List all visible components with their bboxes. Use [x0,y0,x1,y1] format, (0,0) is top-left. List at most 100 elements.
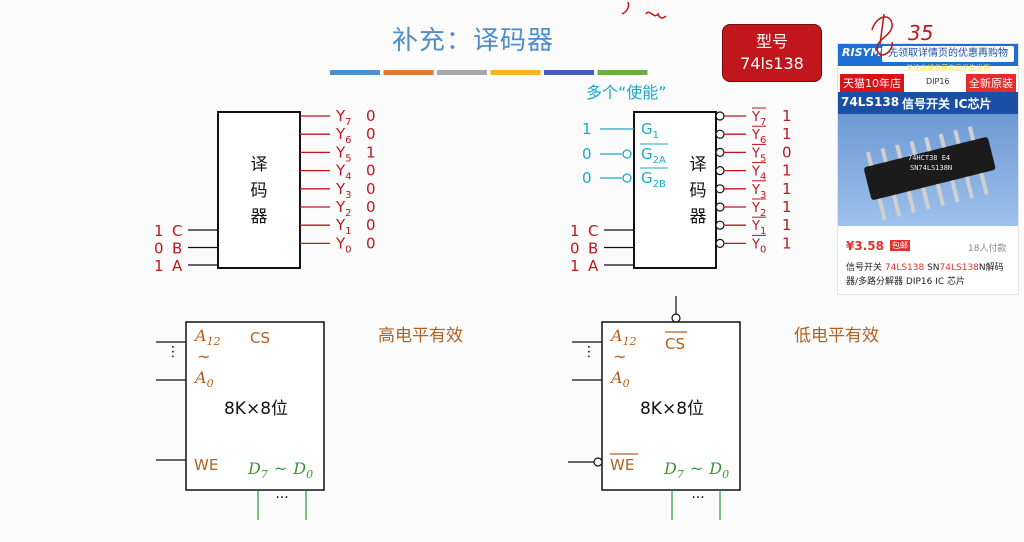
decoder-left-output-value: 0 [366,107,376,125]
decoder-right-output-label: Y7 [751,110,766,128]
decoder-right-char3: 器 [690,207,707,227]
ad-price: ¥3.58 [846,239,884,253]
model-callout-line1: 型号 [755,32,788,51]
decoder-right-output-bubble [715,220,725,230]
memory-left-data-bus: D7~D0 [247,459,313,481]
decoder-right-output-label: Y1 [751,219,766,237]
decoder-left-input-name: B [172,240,182,258]
memory-left-vdots-1: ⋮ [166,344,180,360]
decoder-left-output-label: Y6 [335,125,352,146]
decoder-right-input-name: B [588,240,598,258]
ad-desc-hl2: 74LS138 [939,263,979,273]
divider-segment [437,70,487,75]
chip-image [864,126,996,221]
ad-sales-count: 18人付款 [968,244,1007,254]
decoder-right-output-value: 1 [782,180,792,198]
decoder-left-char1: 译 [251,155,268,175]
divider-segment [330,70,380,75]
decoder-right-output-bubble [715,129,725,139]
decoder-left-body [217,111,301,269]
ad-description[interactable]: 信号开关 74LS138 SN74LS138N解码器/多路分解器 DIP16 I… [846,261,1014,289]
memory-right-dots: ··· [691,490,704,506]
memory-right-we-bubble [593,457,603,467]
memory-left-tilde: ~ [197,347,210,366]
ad-coupon-banner[interactable]: 先领取详情页的优惠再购物 [882,46,1014,62]
memory-right-we: WE [610,456,634,474]
decoder-right-output-value: 1 [782,162,792,180]
decoder-right-output-label: Y3 [751,183,766,201]
divider-segment [490,70,541,75]
memory-right-cs: CS [665,335,685,353]
decoder-left-output-label: Y2 [335,198,352,219]
decoder-right-output-value: 1 [782,107,792,125]
ad-original-badge: 全新原装 [966,74,1016,92]
ad-desc-hl1: 74LS138 [884,263,925,273]
decoder-right-output-label: Y2 [751,201,766,219]
slide-title: 补充：译码器 [392,26,555,56]
decoder-right-input-value: 1 [570,222,580,240]
ad-tmall-badge: 天猫10年店 [840,74,904,92]
ink-number: 35 [908,21,933,45]
chip-marking-2: SN74LS138N [910,164,953,172]
decoder-right-enable-label: G1 [641,120,659,141]
memory-left-we: WE [194,456,218,474]
decoder-right-enable-label: G2B [641,169,666,190]
decoder-right-output-bubble [715,202,725,212]
decoder-right-output-label: Y5 [751,146,766,164]
decoder-right-enable-bubble [622,173,632,183]
decoder-left-char2: 码 [251,181,268,201]
ad-desc-post: N解码器/多路分解器 DIP16 IC 芯片 [846,263,1004,287]
decoder-left-output-value: 0 [366,198,376,216]
decoder-right-input-value: 1 [570,257,580,275]
memory-right-addr-bottom: A0 [609,368,630,390]
decoder-right-output-bubble [715,184,725,194]
decoder-right-output-value: 0 [782,143,792,161]
enable-caption: 多个“使能” [586,83,667,102]
decoder-left-output-value: 1 [366,143,376,161]
ad-desc-pre: 信号开关 [846,263,885,273]
memory-left-capacity: 8K×8位 [224,399,288,419]
decoder-right-output-bubble [715,238,725,248]
memory-right-vdots-1: ⋮ [582,344,596,360]
decoder-right-body [633,111,717,269]
memory-right-cs-bubble [671,313,681,323]
decoder-left-input-value: 1 [154,257,164,275]
decoder-left-input-value: 1 [154,222,164,240]
memory-left-addr-bottom: A0 [193,368,214,390]
decoder-right-enable-value: 0 [582,145,592,163]
decoder-left-output-value: 0 [366,180,376,198]
product-ad[interactable]: RISYM 先领取详情页的优惠再购物 关注店铺收藏商品优先发货 天猫10年店 D… [837,43,1019,295]
ad-model-bar [838,92,1018,114]
decoder-left-output-label: Y7 [335,107,352,128]
decoder-right-output-label: Y0 [751,237,766,255]
memory-left: ⋮ A12 ~ A0 CS WE 8K×8位 D7~D0 ··· 高电平有效 [156,321,463,520]
model-callout: 型号 74ls138 [722,24,822,82]
memory-right-caption: 低电平有效 [794,326,879,346]
decoder-left-output-value: 0 [366,234,376,252]
decoder-right-output-value: 1 [782,198,792,216]
decoder-right-output-bubble [715,111,725,121]
memory-left-cs: CS [250,329,270,347]
ad-coupon-subtext: 关注店铺收藏商品优先发货 [906,64,990,72]
memory-right-addr-top: A12 [609,326,637,348]
decoder-right-output-bubble [715,147,725,157]
decoder-right-output-value: 1 [782,125,792,143]
decoder-left-input-name: C [172,222,182,240]
decoder-left-output-label: Y3 [335,180,352,201]
divider-segment [597,70,648,75]
decoder-right-input-name: C [588,222,598,240]
decoder-left-char3: 器 [251,207,268,227]
decoder-right-output-bubble [715,166,725,176]
model-callout-line2: 74ls138 [740,54,804,73]
ad-product-photo[interactable]: 74HCT38 E4 SN74LS138N [838,114,1018,226]
decoder-right-enable-bubble [622,149,632,159]
decoder-left-input-name: A [172,257,183,275]
memory-right-data-bus: D7~D0 [663,459,729,481]
divider-segment [544,70,594,75]
decoder-right-char1: 译 [690,155,707,175]
decoder-left-output-value: 0 [366,162,376,180]
memory-left-addr-top: A12 [193,326,221,348]
ink-scribble [621,1,893,56]
